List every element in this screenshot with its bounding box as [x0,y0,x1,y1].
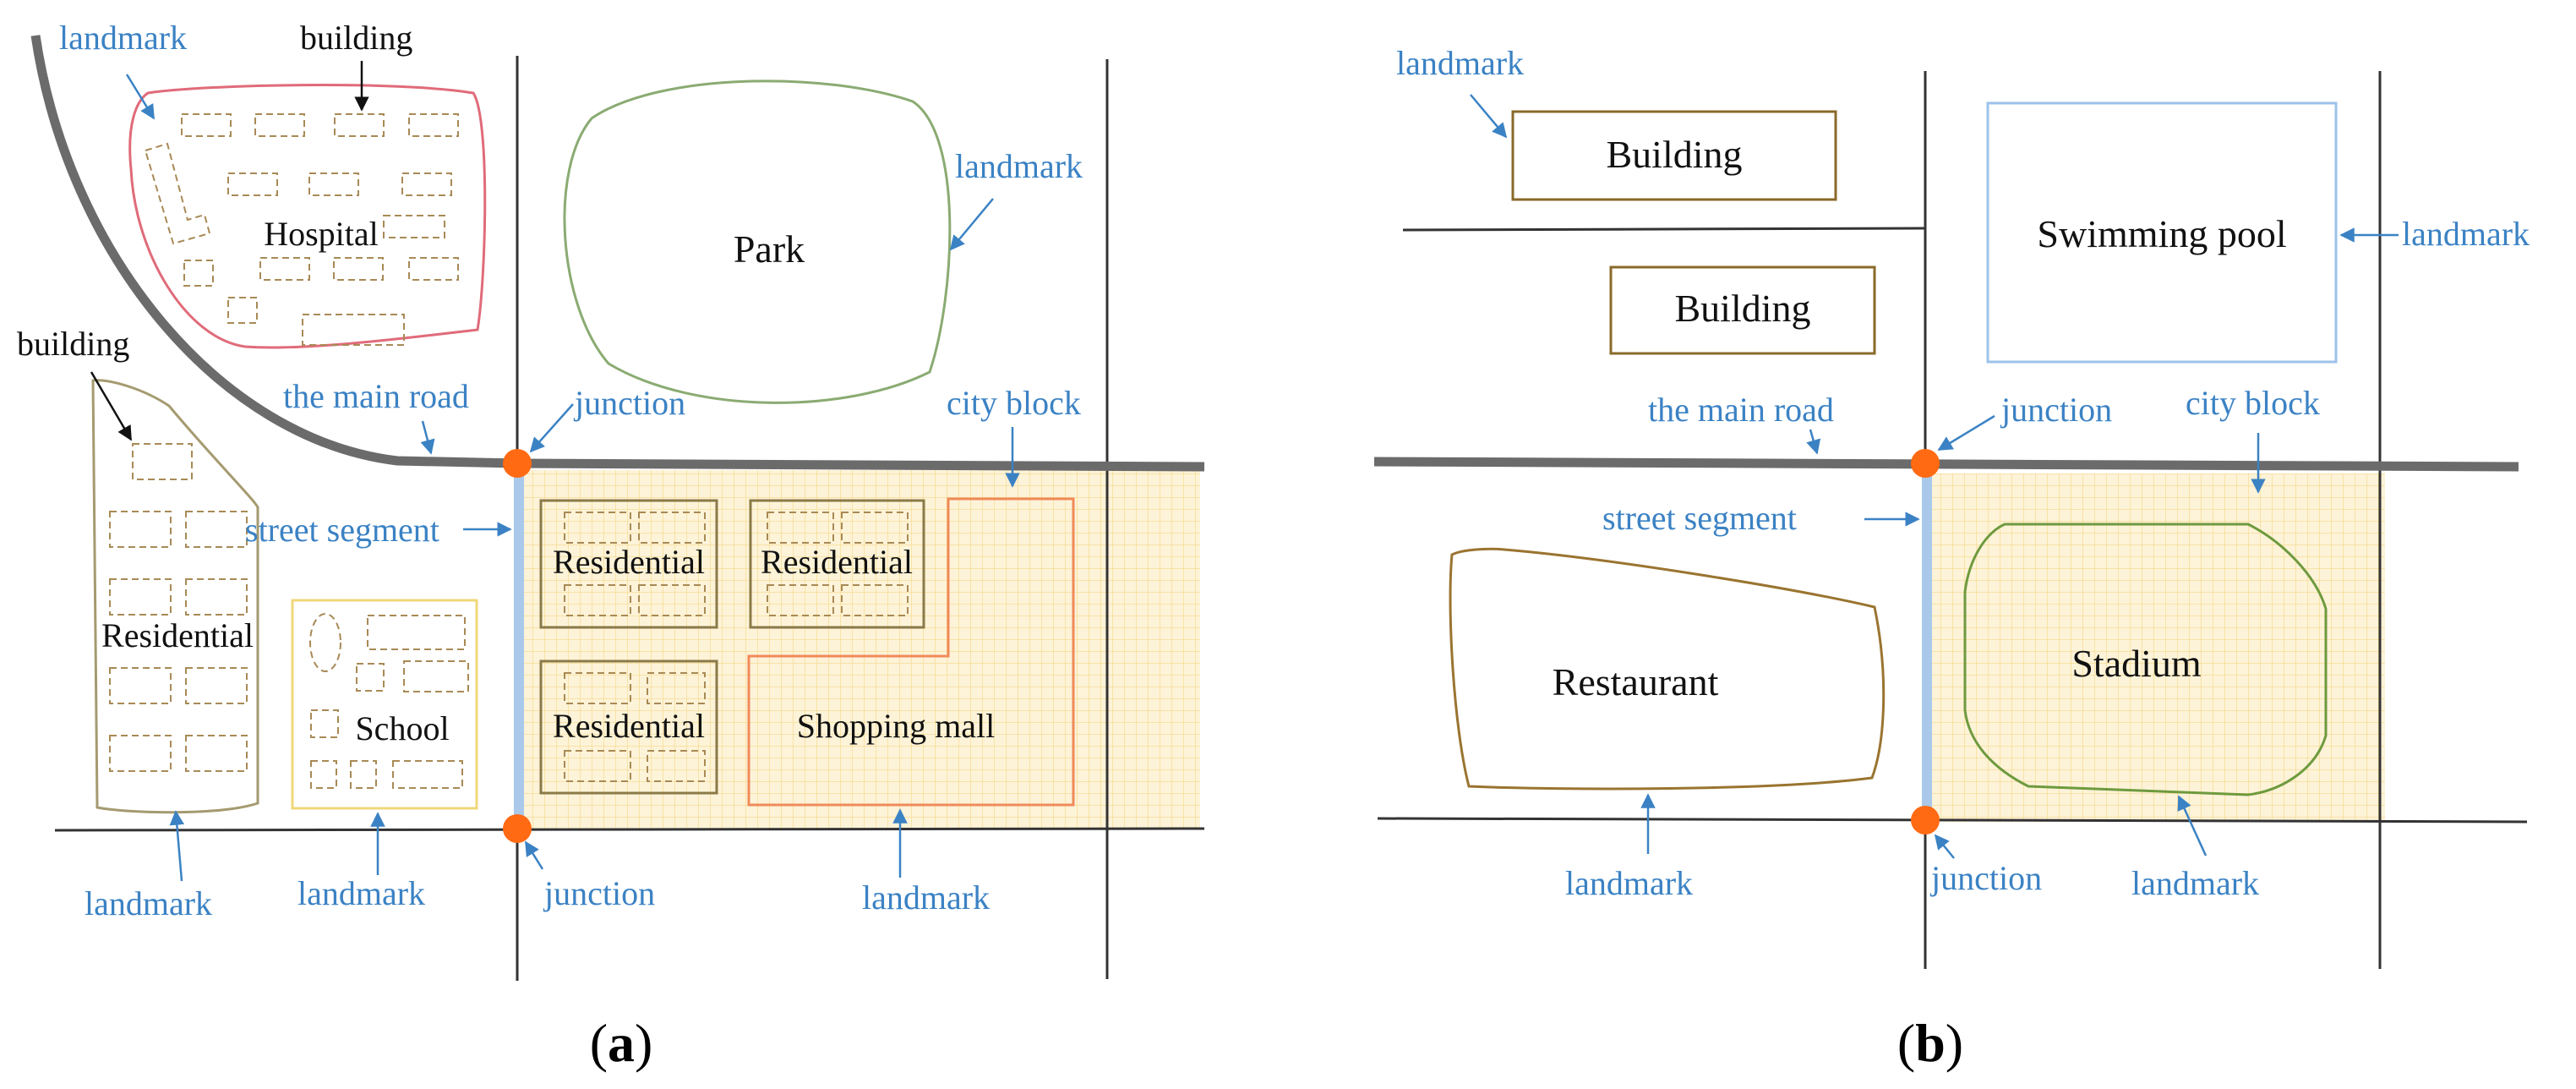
junction-a-top [503,449,532,478]
annotation-main-road-a: the main road [283,377,469,415]
residential-left-buildings [109,443,248,772]
panel-b: Building Building Swimming pool Restaura… [1373,44,2530,1073]
arrow-landmark-park [949,198,994,251]
annotation-junction-a-top: junction [573,384,685,422]
building-1-label: Building [1606,133,1742,176]
annotation-landmark-residential: landmark [85,884,212,922]
shopping-mall-outline [747,497,1075,807]
panel-a: Hospital Park Residential [17,19,1205,1073]
annotation-main-road-b: the main road [1648,391,1834,429]
hospital-outline [128,84,487,349]
horizontal-street-a-bottom [54,827,1205,832]
annotation-landmark-building-b: landmark [1396,44,1524,82]
annotation-landmark-pool: landmark [2402,215,2530,253]
annotation-building-left: building [17,325,129,363]
annotation-street-segment-b: street segment [1602,499,1797,537]
arrow-junction-b-top [1937,414,1995,451]
annotation-landmark-restaurant: landmark [1565,864,1693,902]
hospital-label: Hospital [264,215,379,253]
annotation-landmark-mall: landmark [862,878,990,917]
panel-a-caption: (a) [590,1013,653,1073]
main-road-a [30,35,1205,472]
shopping-mall-label: Shopping mall [797,707,995,745]
junction-b-bottom [1911,806,1940,835]
park-outline [563,79,952,404]
school-outline [291,599,478,810]
residential-2-label: Residential [761,543,913,581]
hospital-buildings [144,113,459,346]
annotation-building-top: building [300,19,412,57]
annotation-landmark-school: landmark [297,874,425,912]
building-2-outline [1609,265,1876,355]
annotation-city-block-b: city block [2186,384,2320,422]
horizontal-street-b-top [1402,227,1926,232]
school-buildings [309,613,469,789]
annotation-city-block-a: city block [947,384,1081,422]
swimming-pool-outline [1986,101,2338,364]
residential-1-outline [539,499,718,629]
annotation-junction-b-top: junction [2000,391,2112,429]
annotation-junction-a-bottom: junction [543,874,655,912]
junction-b-top [1911,449,1940,478]
arrow-main-road-a [420,420,435,455]
residential-3-buildings [564,672,706,782]
residential-3-outline [539,659,718,795]
residential-left-label: Residential [101,616,254,654]
residential-1-label: Residential [553,543,705,581]
stadium-outline [1963,523,2328,796]
city-block-area-a [516,470,1200,829]
school-label: School [355,709,449,747]
arrow-junction-b-bottom [1934,834,1955,859]
horizontal-street-b-bottom [1377,817,2528,824]
panel-b-caption: (b) [1897,1013,1963,1073]
residential-left-outline [91,379,259,814]
annotation-junction-b-bottom: junction [1929,859,2042,897]
residential-2-outline [749,499,925,629]
arrow-junction-a-bottom [524,840,544,870]
arrow-main-road-b [1806,429,1821,455]
restaurant-label: Restaurant [1553,660,1719,703]
arrow-landmark-building-b [1470,94,1508,139]
stadium-label: Stadium [2071,642,2202,685]
annotation-landmark-hospital: landmark [59,19,187,57]
annotation-street-segment-a: street segment [245,511,439,549]
arrow-junction-a-top [529,403,574,453]
annotation-landmark-stadium: landmark [2131,864,2259,902]
junction-a-bottom [503,814,532,843]
park-label: Park [734,227,805,271]
annotation-landmark-park: landmark [955,147,1083,185]
arrow-building-left [90,371,133,441]
arrow-landmark-stadium [2177,795,2208,856]
building-2-label: Building [1674,287,1810,330]
restaurant-outline [1449,547,1886,791]
residential-2-buildings [767,512,909,616]
main-road-b [1373,457,2519,472]
residential-3-label: Residential [553,707,705,745]
swimming-pool-label: Swimming pool [2037,212,2286,255]
arrow-landmark-residential [169,810,185,882]
arrow-landmark-hospital [125,74,156,120]
residential-1-buildings [564,512,706,616]
building-1-outline [1511,110,1837,201]
